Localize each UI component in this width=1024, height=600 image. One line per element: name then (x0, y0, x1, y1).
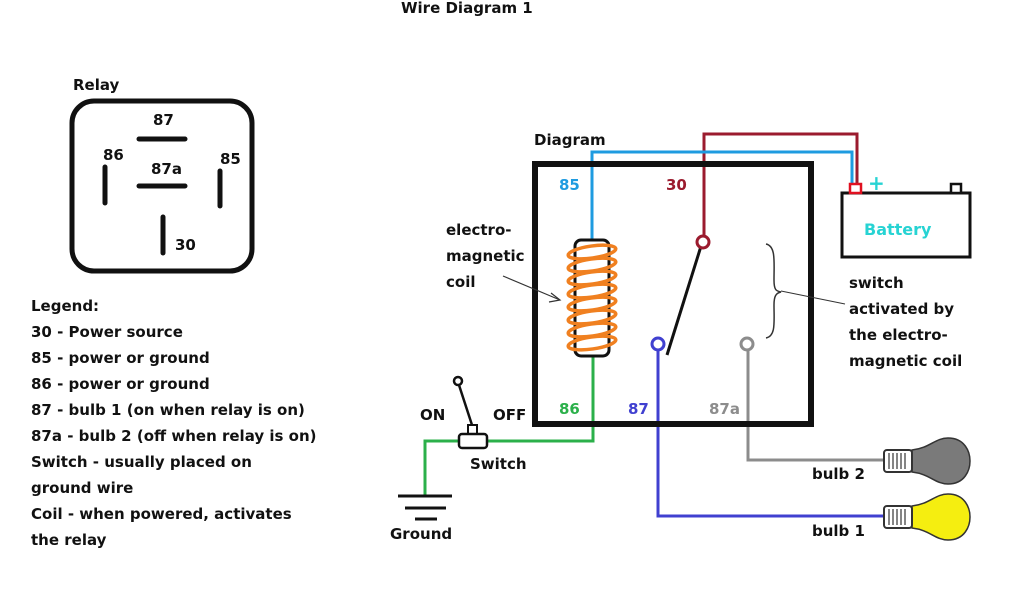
bulb-2-base (883, 449, 913, 473)
ground-label: Ground (390, 525, 452, 543)
pin-label-86: 86 (559, 400, 580, 418)
switch-note-line4: magnetic coil (849, 352, 962, 370)
bulb-2-glass (911, 437, 971, 485)
coil-pointer-arrow (502, 275, 561, 301)
relay-switch-arm (665, 242, 704, 356)
coil-label-line2: magnetic (446, 247, 525, 265)
contact-30 (695, 234, 711, 250)
relay-label-85: 85 (220, 150, 241, 168)
relay-body (69, 98, 255, 274)
electromagnetic-coil (566, 238, 618, 358)
wire-85 (590, 150, 854, 240)
relay-pinout: 87 86 87a 85 30 (69, 98, 255, 274)
toggle-off-label: OFF (493, 406, 526, 424)
bulb-2-label: bulb 2 (812, 465, 865, 483)
switch-note-line3: the electro- (849, 326, 948, 344)
battery-label: Battery (864, 220, 932, 239)
wire-87 (656, 350, 900, 518)
relay-label-86: 86 (103, 146, 124, 164)
legend-line: Switch - usually placed on (31, 453, 252, 471)
wire-30 (702, 132, 859, 237)
legend-line: Coil - when powered, activates (31, 505, 292, 523)
legend-line: 86 - power or ground (31, 375, 210, 393)
legend-line: 87a - bulb 2 (off when relay is on) (31, 427, 317, 445)
toggle-lever (456, 381, 474, 426)
relay-label-30: 30 (175, 236, 196, 254)
bulb-2-threads (888, 453, 906, 469)
bulb-1-glass (911, 493, 971, 541)
bulb-1: bulb 1 (812, 493, 971, 541)
pin-label-87: 87 (628, 400, 649, 418)
bulb-1-threads (888, 509, 906, 525)
switch-brace (765, 243, 782, 339)
switch-note-line2: activated by (849, 300, 954, 318)
toggle-base (457, 432, 489, 450)
ground-symbol: Ground (390, 494, 452, 543)
coil-label-line1: electro- (446, 221, 511, 239)
relay-label-87a: 87a (151, 160, 182, 178)
pin-label-85: 85 (559, 176, 580, 194)
relay-schematic-box (532, 161, 814, 427)
coil-pointer-arrowhead (548, 292, 562, 303)
legend-line: 85 - power or ground (31, 349, 210, 367)
bulb-2: bulb 2 (812, 437, 971, 485)
toggle-on-label: ON (420, 406, 445, 424)
battery-body (840, 191, 972, 259)
relay-label-87: 87 (153, 111, 174, 129)
battery-plus-sign: + (868, 171, 885, 195)
diagram-label: Diagram (534, 131, 606, 149)
diagram-title: Wire Diagram 1 (401, 0, 533, 17)
legend-line: the relay (31, 531, 107, 549)
legend: Legend: 30 - Power source 85 - power or … (31, 293, 317, 553)
legend-line: 30 - Power source (31, 323, 183, 341)
pin-label-30: 30 (666, 176, 687, 194)
bulb-1-label: bulb 1 (812, 522, 865, 540)
battery-negative-terminal (949, 182, 963, 195)
wire-87a (746, 350, 900, 462)
legend-line: ground wire (31, 479, 134, 497)
relay-title: Relay (73, 76, 120, 94)
coil-label-line3: coil (446, 273, 475, 291)
battery: + Battery (840, 171, 972, 259)
toggle-pivot (467, 424, 478, 435)
toggle-label: Switch (470, 455, 527, 473)
legend-line: 87 - bulb 1 (on when relay is on) (31, 401, 305, 419)
switch-note-line1: switch (849, 274, 904, 292)
switch-note-pointer (780, 290, 846, 305)
toggle-knob (452, 375, 464, 387)
pin-label-87a: 87a (709, 400, 740, 418)
toggle-switch: ON OFF Switch (420, 375, 527, 473)
legend-heading: Legend: (31, 297, 100, 315)
coil-winding (566, 334, 618, 352)
wire-86-ground (423, 356, 595, 496)
contact-87 (650, 336, 666, 352)
bulb-1-base (883, 505, 913, 529)
battery-positive-terminal (848, 182, 863, 195)
contact-87a (739, 336, 755, 352)
